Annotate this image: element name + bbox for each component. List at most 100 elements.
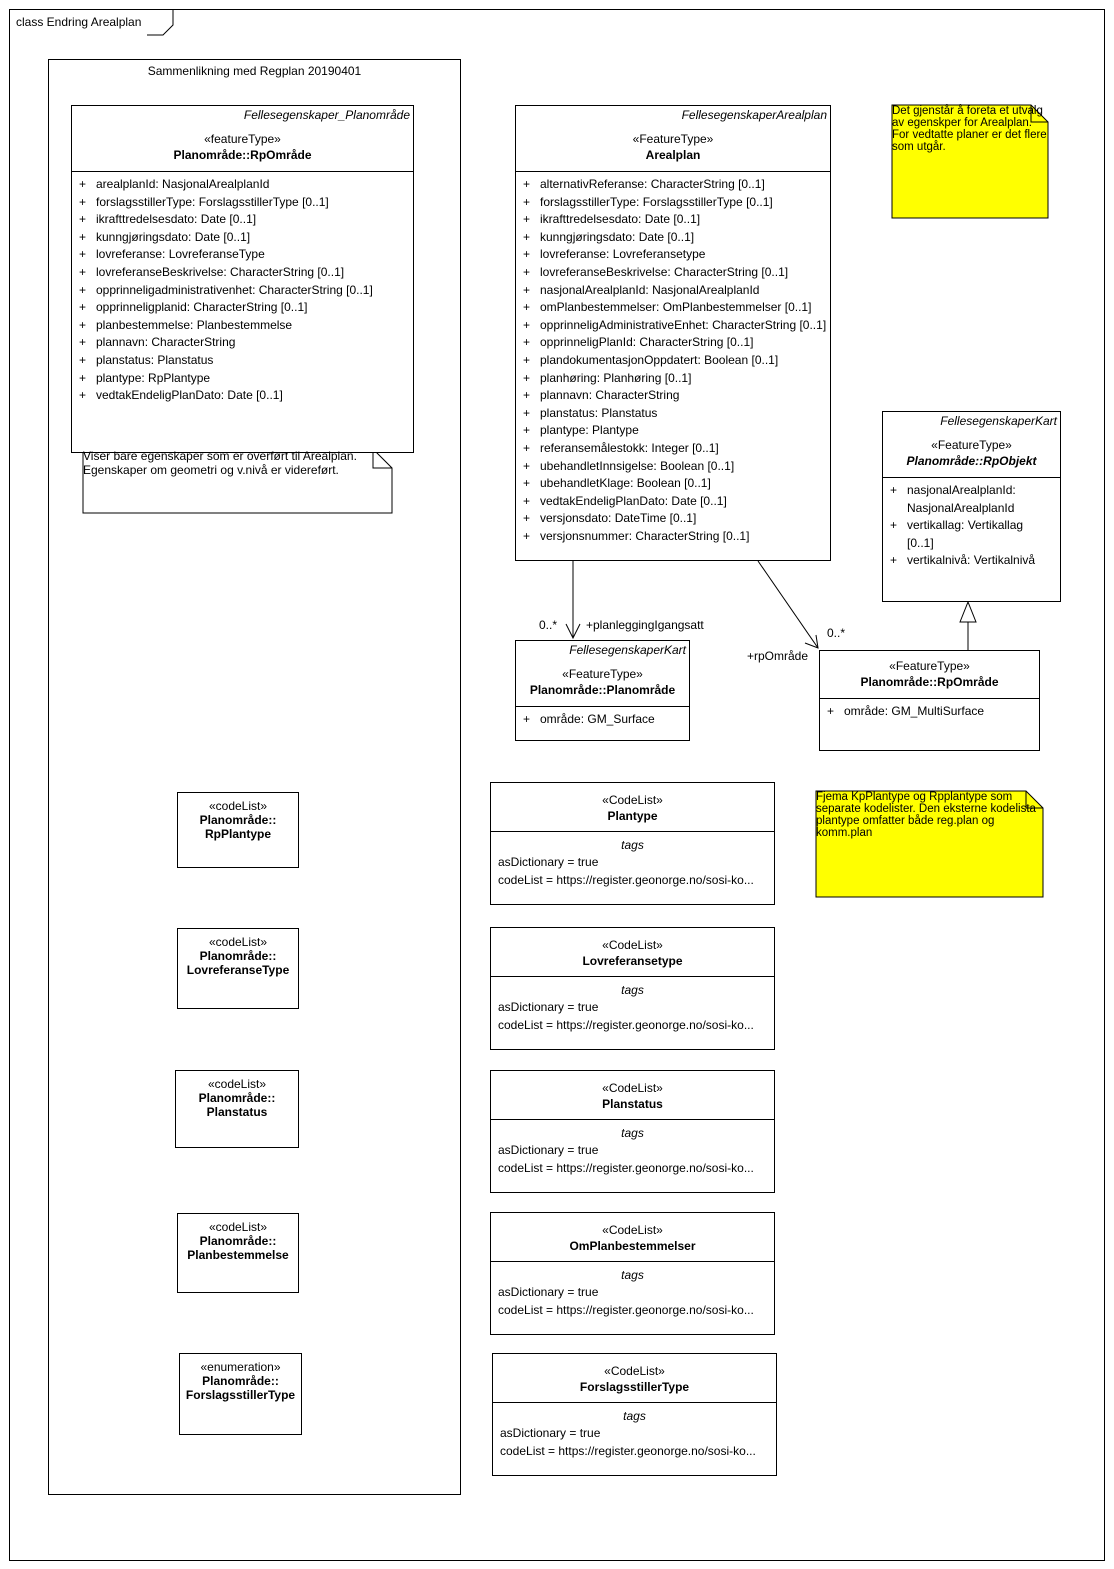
visibility-marker: + <box>79 335 87 350</box>
attribute-row: +ubehandletInnsigelse: Boolean [0..1] <box>516 458 830 476</box>
attribute-text: opprinneligPlanId: CharacterString [0..1… <box>540 335 754 350</box>
class-name: Planområde::RpObjekt <box>906 454 1037 468</box>
codelist-name: Planstatus <box>602 1097 663 1111</box>
attribute-text: lovreferanse: LovreferanseType <box>96 247 265 262</box>
attribute-text: plandokumentasjonOppdatert: Boolean [0..… <box>540 352 779 367</box>
codelist-right-0[interactable]: «CodeList» Plantype tags asDictionary = … <box>490 782 775 905</box>
tags-header: tags <box>621 1126 644 1140</box>
attribute-text: plantype: RpPlantype <box>96 370 211 385</box>
attribute-row: +opprinneligplanid: CharacterString [0..… <box>72 299 413 317</box>
visibility-marker: + <box>79 317 87 332</box>
attribute-row: + opprinneligPlanId: CharacterString [0..… <box>516 334 830 352</box>
attribute-row: +versjonsdato: DateTime [0..1] <box>516 510 830 528</box>
tag-asdictionary: asDictionary = true <box>498 1000 599 1014</box>
assoc-rpomrade-multiplicity: 0..* <box>827 626 846 640</box>
tag-codelist-url: codeList = https://register.geonorge.no/… <box>498 1017 754 1032</box>
yellow-note-top-fold <box>1030 105 1048 123</box>
visibility-marker: + <box>79 370 87 385</box>
codelist-name-line2: LovreferanseType <box>186 963 290 977</box>
visibility-marker: + <box>79 247 87 262</box>
tag-asdictionary: asDictionary = true <box>500 1426 601 1440</box>
attribute-row: + referansemålestokk: Integer [0..1] <box>516 440 830 458</box>
visibility-marker: + <box>523 511 531 526</box>
class-name: Planområde::RpOmråde <box>860 675 999 689</box>
attribute-text: nasjonalArealplanId: NasjonalArealplanId <box>540 282 760 297</box>
attribute-row: +opprinneligAdministrativeEnhet: Charact… <box>516 317 830 335</box>
tag-asdictionary: asDictionary = true <box>498 1143 599 1157</box>
visibility-marker: + <box>523 282 531 297</box>
class-parent-label: FellesegenskaperArealplan <box>681 108 827 122</box>
attribute-text: referansemålestokk: Integer [0..1] <box>540 440 719 455</box>
attribute-row: +vedtakEndeligPlanDato: Date [0..1] <box>516 493 830 511</box>
codelist-stereotype: «CodeList» <box>602 1081 663 1095</box>
class-stereotype: «FeatureType» <box>562 667 643 681</box>
yellow-note-mid-outline <box>815 790 1044 898</box>
codelist-right-3[interactable]: «CodeList» OmPlanbestemmelser tags asDic… <box>490 1212 775 1335</box>
codelist-stereotype: «CodeList» <box>602 793 663 807</box>
codelist-name-line1: Planområde:: <box>199 1234 277 1248</box>
codelist-left-2[interactable]: «codeList» Planområde:: Planstatus <box>175 1070 299 1148</box>
visibility-marker: + <box>79 212 87 227</box>
attribute-row: + nasjonalArealplanId: NasjonalArealplanI… <box>516 282 830 300</box>
codelist-left-3[interactable]: «codeList» Planområde:: Planbestemmelse <box>177 1213 299 1293</box>
yellow-note-top-outline <box>891 104 1049 219</box>
codelist-stereotype: «codeList» <box>207 1077 267 1091</box>
class-planomrade[interactable]: FellesegenskaperKart «FeatureType» Plano… <box>515 640 690 741</box>
class-rpobjekt[interactable]: FellesegenskaperKart «FeatureType» Plano… <box>882 411 1061 602</box>
codelist-right-1[interactable]: «CodeList» Lovreferansetype tags asDicti… <box>490 927 775 1050</box>
assoc-planlegging-arrow <box>565 623 581 640</box>
attribute-row: +plannavn: CharacterString <box>516 387 830 405</box>
tag-codelist-url: codeList = https://register.geonorge.no/… <box>498 1302 754 1317</box>
attribute-text: ikrafttredelsesdato: Date [0..1] <box>96 212 257 227</box>
attribute-text: område: GM_MultiSurface <box>844 704 985 718</box>
yellow-note-top-text: Det gjenstår å foreta et utvalg av egens… <box>892 105 1047 153</box>
attribute-text: opprinneligplanid: CharacterString [0..1… <box>96 300 308 315</box>
class-rpomrade-right[interactable]: «FeatureType» Planområde::RpOmråde +områ… <box>819 650 1040 751</box>
codelist-left-0[interactable]: «codeList» Planområde:: RpPlantype <box>177 792 299 868</box>
class-parent-label: FellesegenskaperKart <box>940 414 1057 428</box>
class-rpomrade-left[interactable]: Fellesegenskaper_Planområde «featureType… <box>71 105 414 453</box>
attribute-row: + plantype: RpPlantype <box>72 370 413 388</box>
yellow-note-mid-text: Fjema KpPlantype og Rpplantype som separ… <box>816 791 1036 839</box>
attribute-text: vedtakEndeligPlanDato: Date [0..1] <box>540 493 727 508</box>
attribute-row: +omPlanbestemmelser: OmPlanbestemmelser … <box>516 299 830 317</box>
class-arealplan[interactable]: FellesegenskaperArealplan «FeatureType» … <box>515 105 831 561</box>
codelist-left-1[interactable]: «codeList» Planområde:: LovreferanseType <box>177 928 299 1009</box>
codelist-right-4[interactable]: «CodeList» ForslagsstillerType tags asDi… <box>492 1353 777 1476</box>
attribute-text: alternativReferanse: CharacterString [0.… <box>540 177 765 191</box>
frame-title: class Endring Arealplan <box>10 10 148 36</box>
codelist-name-line2: Planbestemmelse <box>187 1248 289 1262</box>
visibility-marker: + <box>523 476 531 491</box>
comparison-package: Sammenlikning med Regplan 20190401 <box>48 59 461 1495</box>
codelist-left-4[interactable]: «enumeration» Planområde:: Forslagsstill… <box>179 1353 302 1435</box>
attribute-row: + alternativReferanse: CharacterString [0… <box>516 176 830 194</box>
attribute-text: omPlanbestemmelser: OmPlanbestemmelser [… <box>540 300 812 315</box>
visibility-marker: + <box>523 317 531 332</box>
visibility-marker: + <box>79 194 87 209</box>
tag-asdictionary: asDictionary = true <box>498 855 599 869</box>
attribute-text: lovreferanseBeskrivelse: CharacterString… <box>96 264 345 279</box>
visibility-marker: + <box>523 335 531 350</box>
visibility-marker: + <box>523 440 531 455</box>
visibility-marker: + <box>523 177 531 191</box>
class-name: Planområde::RpOmråde <box>173 148 312 162</box>
visibility-marker: + <box>827 704 835 718</box>
left-note-fold <box>372 449 392 469</box>
codelist-stereotype: «enumeration» <box>200 1360 281 1374</box>
tag-codelist-url: codeList = https://register.geonorge.no/… <box>498 872 754 887</box>
attribute-text: forslagsstillerType: ForslagsstillerType… <box>540 194 773 209</box>
attribute-text: vertikalnivå: Vertikalnivå <box>907 553 1036 568</box>
attribute-row: +nasjonalArealplanId: NasjonalArealplanI… <box>883 482 1060 517</box>
attribute-row: +forslagsstillerType: ForslagsstillerTyp… <box>516 194 830 212</box>
codelist-stereotype: «CodeList» <box>602 1223 663 1237</box>
codelist-name-line1: Planområde:: <box>202 1374 279 1388</box>
codelist-name-line2: Planstatus <box>206 1105 268 1119</box>
codelist-name: Plantype <box>607 809 658 823</box>
attribute-row: +planstatus: Planstatus <box>516 405 830 423</box>
attribute-text: lovreferanse: Lovreferansetype <box>540 247 706 262</box>
attribute-row: +opprinneligadministrativenhet: Characte… <box>72 282 413 300</box>
attribute-text: kunngjøringsdato: Date [0..1] <box>540 229 695 244</box>
visibility-marker: + <box>79 177 87 191</box>
codelist-right-2[interactable]: «CodeList» Planstatus tags asDictionary … <box>490 1070 775 1193</box>
